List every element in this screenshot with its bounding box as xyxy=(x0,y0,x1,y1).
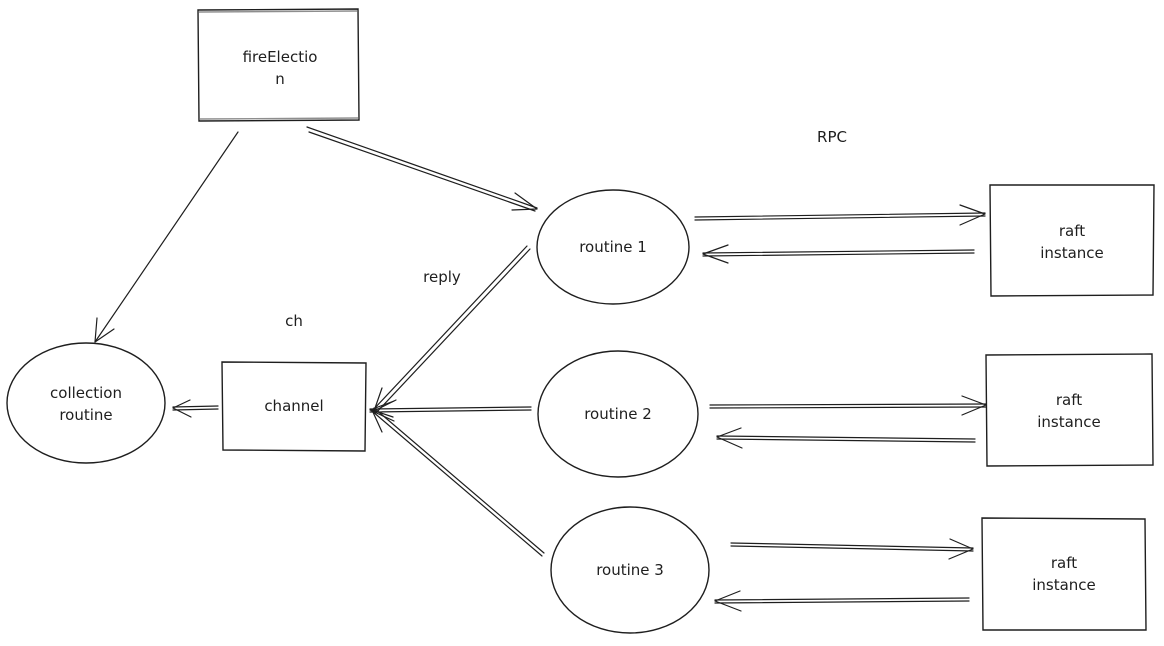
fire-election-node: fireElectio n xyxy=(197,8,360,122)
ch-label: ch xyxy=(285,312,303,330)
routine-3-label: routine 3 xyxy=(596,561,664,579)
rpc-label: RPC xyxy=(817,128,847,146)
raft-instance-1-node: raft instance xyxy=(989,184,1155,297)
reply-label: reply xyxy=(423,268,461,286)
fire-election-label-line1: fireElectio xyxy=(243,48,318,66)
raft-instance-3-node: raft instance xyxy=(981,517,1147,631)
raft-2-label-line1: raft xyxy=(1056,391,1082,409)
arrow-routine-3-to-channel xyxy=(371,407,545,557)
routine-2-label: routine 2 xyxy=(584,405,652,423)
raft-3-label-line1: raft xyxy=(1051,554,1077,572)
raft-instance-2-node: raft instance xyxy=(985,353,1154,467)
arrow-routine-2-to-raft-2 xyxy=(709,395,987,416)
arrow-raft-2-to-routine-2 xyxy=(716,427,976,449)
fire-election-label-line2: n xyxy=(275,70,285,88)
collection-routine-node: collection routine xyxy=(6,342,166,464)
routine-1-label: routine 1 xyxy=(579,238,647,256)
arrow-routine-1-to-raft-1 xyxy=(694,204,986,226)
channel-label: channel xyxy=(264,397,323,415)
raft-2-label-line2: instance xyxy=(1037,413,1101,431)
collection-routine-label-line1: collection xyxy=(50,384,122,402)
arrow-fire-to-collection xyxy=(94,131,239,343)
raft-3-label-line2: instance xyxy=(1032,576,1096,594)
collection-routine-label-line2: routine xyxy=(59,406,112,424)
arrow-channel-to-collection xyxy=(172,399,219,418)
arrow-routine-2-to-channel xyxy=(369,400,532,422)
arrow-fire-to-routine-1 xyxy=(306,126,538,212)
arrow-raft-3-to-routine-3 xyxy=(714,590,970,612)
routine-2-node: routine 2 xyxy=(537,350,699,478)
raft-1-label-line2: instance xyxy=(1040,244,1104,262)
arrow-raft-1-to-routine-1 xyxy=(702,244,975,264)
arrow-routine-3-to-raft-3 xyxy=(730,538,974,560)
raft-1-label-line1: raft xyxy=(1059,222,1085,240)
channel-node: channel xyxy=(221,361,367,452)
routine-3-node: routine 3 xyxy=(550,506,710,634)
routine-1-node: routine 1 xyxy=(536,189,690,305)
